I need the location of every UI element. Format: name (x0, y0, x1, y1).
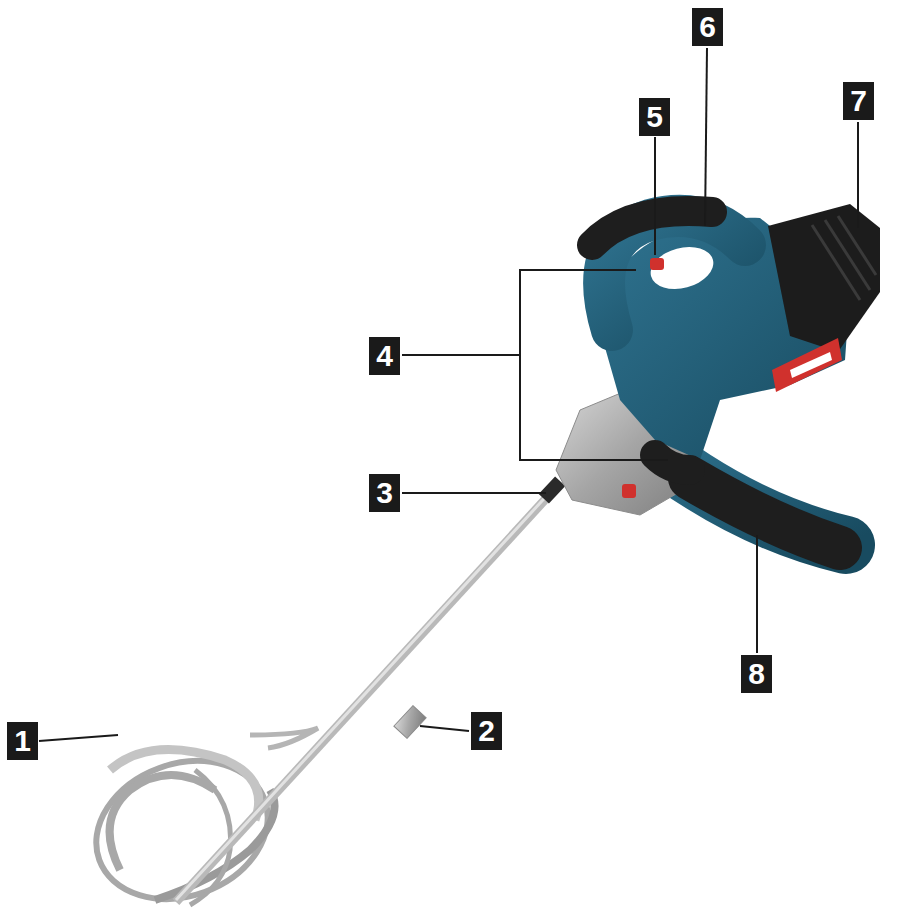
shaft-highlight (176, 490, 552, 900)
rating-label (772, 338, 842, 392)
callout-number: 2 (471, 712, 502, 750)
callout-number: 8 (741, 655, 772, 693)
vents (812, 216, 876, 300)
coupling (394, 706, 426, 739)
paddle (77, 728, 318, 918)
top-grip (592, 211, 712, 245)
rear-cap (768, 204, 880, 352)
callout-number: 1 (7, 722, 38, 760)
callout-number: 7 (843, 82, 874, 120)
switch (650, 258, 664, 270)
callout-number: 3 (369, 474, 400, 512)
lock-button (622, 484, 636, 498)
handle-opening (646, 240, 718, 295)
leader-lines (39, 48, 858, 741)
callout-number: 5 (639, 98, 670, 136)
grip-end (655, 455, 690, 470)
lower-grip (690, 478, 840, 548)
rating-label-text-band (790, 352, 832, 378)
callout-number: 6 (692, 8, 723, 46)
callout-number: 4 (369, 337, 400, 375)
